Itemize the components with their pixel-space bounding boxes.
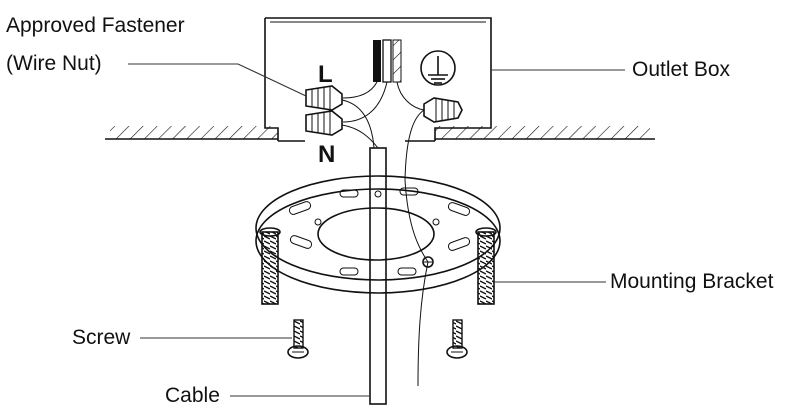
label-screw: Screw xyxy=(72,326,131,349)
supply-wires xyxy=(342,39,425,123)
mounting-stud-left xyxy=(259,227,281,305)
mounting-bracket xyxy=(255,175,501,294)
ground-symbol-icon xyxy=(420,50,456,86)
label-outlet-box: Outlet Box xyxy=(632,58,731,81)
wire-nut-ground xyxy=(423,97,463,123)
label-approved-fastener: Approved Fastener xyxy=(6,14,185,37)
cable xyxy=(369,147,387,405)
ceiling xyxy=(105,126,655,140)
label-neutral: N xyxy=(318,141,335,168)
mounting-stud-right xyxy=(475,227,497,305)
leader-lines xyxy=(128,63,625,397)
label-live: L xyxy=(318,61,333,88)
wire-nut-live xyxy=(305,85,343,111)
label-wire-nut: (Wire Nut) xyxy=(6,52,102,75)
label-cable: Cable xyxy=(165,384,220,407)
label-mounting-bracket: Mounting Bracket xyxy=(610,270,774,293)
outlet-box xyxy=(264,17,492,142)
ground-wire xyxy=(404,179,429,387)
fixture-wires xyxy=(341,99,425,181)
screw-right xyxy=(446,319,468,359)
screw-left xyxy=(287,319,309,359)
wire-nut-neutral xyxy=(305,110,343,136)
